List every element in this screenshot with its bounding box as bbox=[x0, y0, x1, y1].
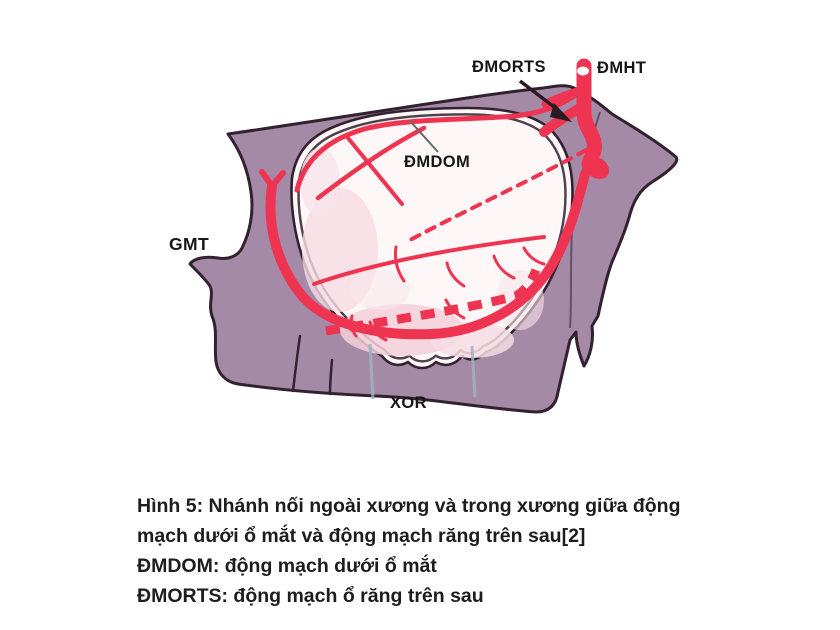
intraosseous-dashed-thin bbox=[408, 148, 588, 242]
caption-line-1: Hình 5: Nhánh nối ngoài xương và trong x… bbox=[137, 495, 681, 517]
mid-branch-line bbox=[312, 235, 546, 286]
dmht-foot-blob bbox=[584, 156, 610, 180]
dmorts-arc-arrow-tip bbox=[259, 169, 286, 189]
label-xor: XOR bbox=[390, 394, 427, 412]
xor-pointer-line bbox=[470, 345, 477, 398]
tooth-root-line bbox=[291, 334, 302, 393]
dmdom-artery-line bbox=[294, 93, 577, 193]
dmht-cut-lumen bbox=[577, 66, 589, 76]
label-gmt: GMT bbox=[169, 234, 210, 254]
dmorts-extraosseous-arc bbox=[265, 169, 590, 340]
dmdom-pointer-line bbox=[409, 120, 439, 153]
black-arrow-line bbox=[518, 79, 560, 112]
branch-ticks bbox=[349, 245, 546, 342]
dmht-trunk bbox=[539, 58, 610, 180]
dmht-branch-lower bbox=[539, 103, 585, 137]
xor-pointer-line bbox=[368, 343, 375, 400]
tooth-root-line bbox=[328, 358, 334, 396]
label-dmht: ĐMHT bbox=[597, 59, 647, 77]
label-dmdom: ĐMDOM bbox=[404, 153, 471, 171]
caption-line-3: ĐMDOM: động mạch dưới ổ mắt bbox=[137, 555, 437, 577]
intraosseous-dashed-thick bbox=[325, 268, 541, 336]
arteries bbox=[259, 58, 610, 342]
black-arrow-head bbox=[550, 103, 572, 122]
caption-line-2: mạch dưới ổ mắt và động mạch răng trên s… bbox=[137, 525, 586, 547]
artery-cross-branch-2 bbox=[346, 136, 404, 206]
artery-cross-branch-1 bbox=[315, 125, 427, 201]
annotation-lines bbox=[368, 79, 572, 400]
caption-line-4: ĐMORTS: động mạch ổ răng trên sau bbox=[137, 585, 484, 607]
label-dmorts: ĐMORTS bbox=[472, 58, 546, 76]
tooth-root-lines bbox=[291, 334, 334, 396]
